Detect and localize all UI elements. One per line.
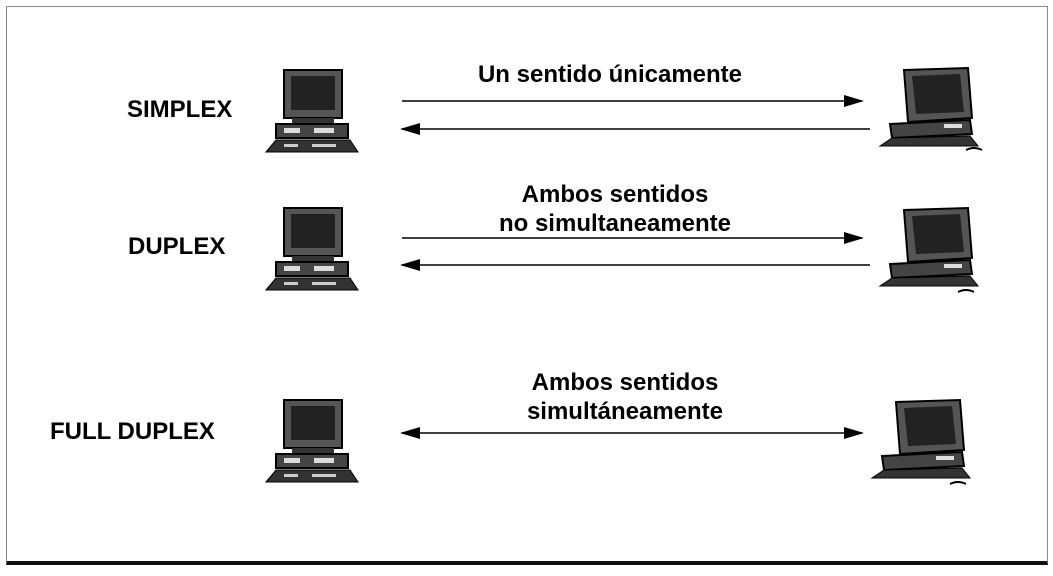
- diagram-frame: [6, 6, 1048, 565]
- caption-full-duplex-line-2: simultáneamente: [526, 398, 724, 425]
- caption-duplex-line-2: no simultaneamente: [498, 210, 732, 237]
- desktop-computer-icon: [878, 206, 980, 293]
- caption-simplex-line-1: Un sentido únicamente: [477, 61, 743, 88]
- caption-full-duplex: Ambos sentidos simultáneamente: [395, 368, 855, 426]
- desktop-computer-icon: [264, 207, 359, 291]
- desktop-computer-icon: [878, 66, 983, 151]
- desktop-computer-icon: [264, 399, 359, 483]
- caption-full-duplex-line-1: Ambos sentidos: [531, 369, 719, 396]
- caption-duplex: Ambos sentidos no simultaneamente: [385, 180, 845, 238]
- mode-label-simplex: SIMPLEX: [127, 96, 233, 123]
- caption-duplex-line-1: Ambos sentidos: [521, 181, 709, 208]
- desktop-computer-icon: [264, 69, 359, 153]
- mode-label-duplex: DUPLEX: [128, 233, 226, 260]
- desktop-computer-icon: [870, 398, 972, 485]
- caption-simplex: Un sentido únicamente: [380, 60, 840, 89]
- mode-label-full-duplex: FULL DUPLEX: [50, 418, 215, 445]
